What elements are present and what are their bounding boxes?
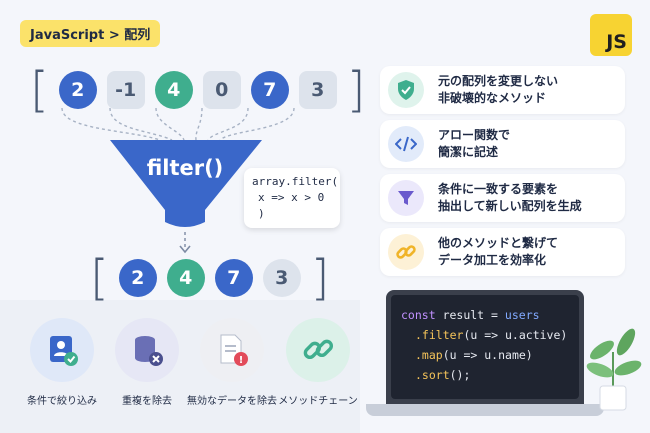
code-line: x => x > 0 bbox=[258, 191, 325, 204]
bracket-open: [ bbox=[90, 250, 109, 306]
feature-card: 元の配列を変更しない非破壊的なメソッド bbox=[380, 66, 625, 114]
feature-text: 元の配列を変更しない bbox=[438, 74, 559, 88]
array-cell: 4 bbox=[154, 71, 193, 109]
feature-card: 条件に一致する要素を抽出して新しい配列を生成 bbox=[380, 174, 625, 222]
item-label: 重複を除去 bbox=[122, 396, 172, 407]
array-cell: 0 bbox=[202, 71, 241, 109]
code-editor: const result = users .filter(u => u.acti… bbox=[391, 295, 579, 399]
user-check-icon bbox=[30, 318, 94, 382]
shield-check-icon bbox=[388, 72, 424, 108]
chain-link-icon bbox=[286, 318, 350, 382]
feature-text: 他のメソッドと繋げて bbox=[438, 236, 559, 250]
code-line: ) bbox=[258, 207, 265, 220]
code-tooltip: array.filter( x => x > 0 ) bbox=[244, 168, 340, 228]
bracket-close: ] bbox=[346, 62, 366, 118]
code-var: result bbox=[442, 308, 485, 322]
code-keyword: const bbox=[401, 308, 436, 322]
code-arg: (u => u.name) bbox=[442, 348, 533, 362]
item-label: 条件で絞り込み bbox=[27, 396, 97, 407]
array-cell: 7 bbox=[250, 71, 289, 109]
array-cell: 7 bbox=[214, 259, 253, 297]
code-op: = bbox=[491, 308, 498, 322]
feature-text: 条件に一致する要素を bbox=[438, 182, 559, 196]
breadcrumb-tag: JavaScript > 配列 bbox=[20, 20, 161, 47]
laptop-base bbox=[366, 404, 604, 416]
plant-illustration bbox=[586, 328, 642, 411]
code-icon bbox=[388, 126, 424, 162]
funnel-label: filter() bbox=[146, 156, 224, 180]
feature-text: 抽出して新しい配列を生成 bbox=[438, 199, 582, 213]
feature-text: アロー関数で bbox=[438, 128, 511, 142]
laptop-screen: const result = users .filter(u => u.acti… bbox=[386, 290, 584, 404]
array-cell: -1 bbox=[106, 71, 145, 109]
array-cell: 4 bbox=[166, 259, 205, 297]
code-arg: (u => u.active) bbox=[463, 328, 568, 342]
document-alert-icon: ! bbox=[200, 318, 264, 382]
array-cell: 3 bbox=[262, 259, 301, 297]
array-cell: 2 bbox=[118, 259, 157, 297]
js-logo: JS bbox=[590, 14, 632, 56]
svg-text:!: ! bbox=[239, 355, 244, 366]
code-fn: .sort bbox=[415, 368, 450, 382]
code-var: users bbox=[504, 308, 540, 322]
code-line: array.filter( bbox=[252, 175, 339, 188]
funnel-shape bbox=[110, 140, 262, 227]
code-arg: (); bbox=[449, 368, 471, 382]
feature-text: データ加工を効率化 bbox=[438, 253, 547, 267]
feature-card: 他のメソッドと繋げてデータ加工を効率化 bbox=[380, 228, 625, 276]
link-icon bbox=[388, 234, 424, 270]
code-fn: .map bbox=[415, 348, 443, 362]
output-array: [ 2 4 7 3 ] bbox=[90, 254, 329, 302]
feature-text: 非破壊的なメソッド bbox=[438, 91, 547, 105]
database-remove-icon bbox=[115, 318, 179, 382]
code-fn: .filter bbox=[415, 328, 464, 342]
feature-card: アロー関数で簡潔に記述 bbox=[380, 120, 625, 168]
bracket-close: ] bbox=[310, 250, 330, 306]
input-array: [ 2 -1 4 0 7 3 ] bbox=[30, 66, 365, 114]
array-cell: 2 bbox=[58, 71, 97, 109]
array-cell: 3 bbox=[298, 71, 337, 109]
feature-text: 簡潔に記述 bbox=[438, 145, 499, 159]
item-label: メソッドチェーン bbox=[278, 396, 358, 407]
item-label: 無効なデータを除去 bbox=[187, 396, 277, 407]
bracket-open: [ bbox=[30, 62, 49, 118]
filter-icon bbox=[388, 180, 424, 216]
